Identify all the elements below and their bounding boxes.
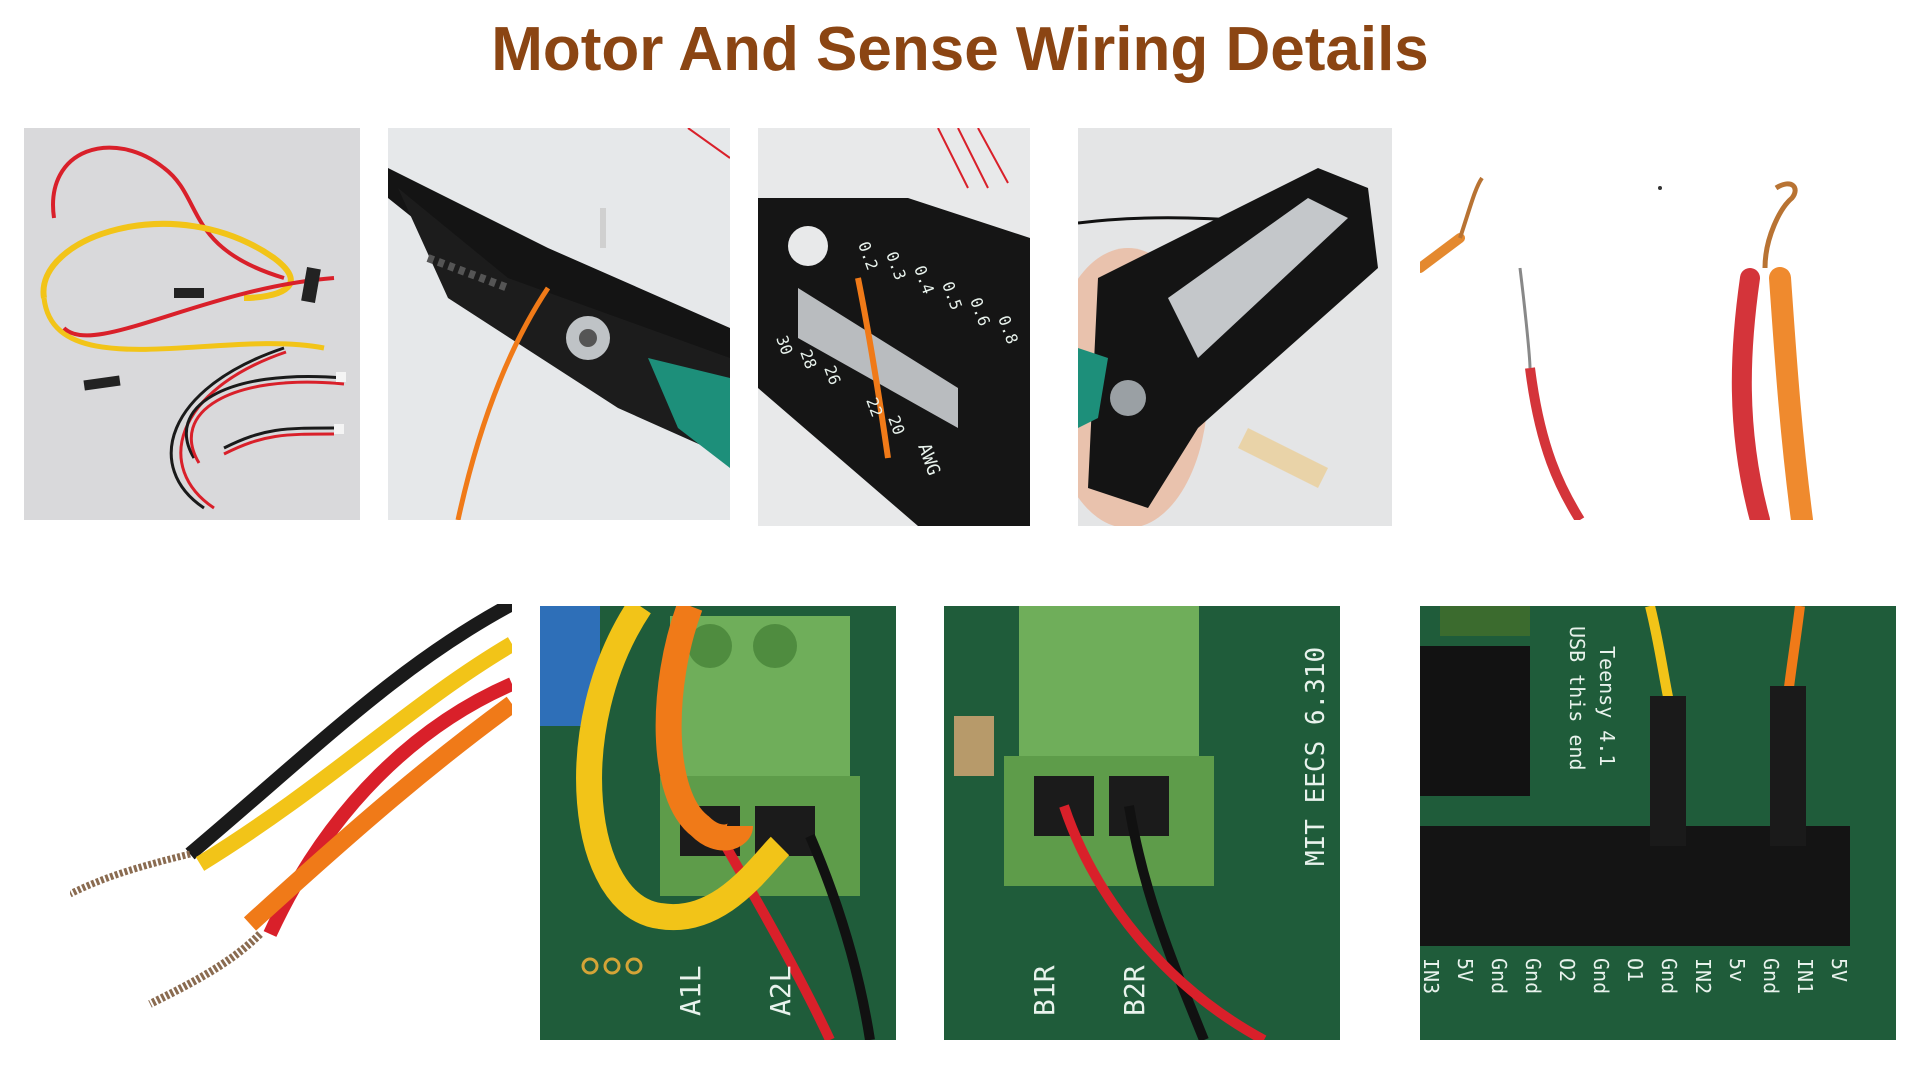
header-pin-label: Gnd xyxy=(1487,958,1511,994)
photo-stripper-orange-wire xyxy=(388,128,730,520)
teensy-usb-label: USB this end xyxy=(1565,626,1589,771)
terminal-label-a1l: A1L xyxy=(674,965,707,1016)
photo-stripped-wire-ends xyxy=(1420,128,1856,520)
header-pin-label: O1 xyxy=(1623,958,1647,982)
photo-header-sense-wires: Teensy 4.1 USB this end IN3 5V Gnd Gnd O… xyxy=(1420,606,1896,1040)
header-pin-label: IN3 xyxy=(1420,958,1443,994)
header-pin-label: O2 xyxy=(1555,958,1579,982)
slide-title: Motor And Sense Wiring Details xyxy=(491,15,1429,84)
terminal-label-b2r: B2R xyxy=(1118,965,1151,1016)
photo-stripping-black-wire xyxy=(1078,128,1392,526)
header-pin-label: Gnd xyxy=(1759,958,1783,994)
terminal-label-b1r: B1R xyxy=(1028,965,1061,1016)
photo-terminal-block-b: B1R B2R MIT EECS 6.310 xyxy=(944,606,1340,1040)
header-pin-label: Gnd xyxy=(1657,958,1681,994)
header-pin-label: IN2 xyxy=(1691,958,1715,994)
header-pin-label: Gnd xyxy=(1589,958,1613,994)
terminal-label-a2l: A2L xyxy=(764,965,797,1016)
header-pin-label: 5V xyxy=(1453,958,1477,982)
board-marking-label: MIT EECS 6.310 xyxy=(1301,647,1331,866)
photo-terminal-block-a: A1L A2L xyxy=(540,606,896,1040)
photo-jumper-wires xyxy=(24,128,360,520)
header-pin-label: Gnd xyxy=(1521,958,1545,994)
header-pin-label: IN1 xyxy=(1793,958,1817,994)
photo-stripper-gauge: 0.2 0.3 0.4 0.5 0.6 0.8 30 28 26 22 20 A… xyxy=(758,128,1030,526)
header-pin-labels: IN3 5V Gnd Gnd O2 Gnd O1 Gnd IN2 5v Gnd … xyxy=(1420,958,1851,994)
photo-twisted-wire-pairs xyxy=(70,604,512,1038)
header-pin-label: 5v xyxy=(1725,958,1749,982)
header-pin-label: 5V xyxy=(1827,958,1851,982)
teensy-model-label: Teensy 4.1 xyxy=(1595,646,1619,766)
